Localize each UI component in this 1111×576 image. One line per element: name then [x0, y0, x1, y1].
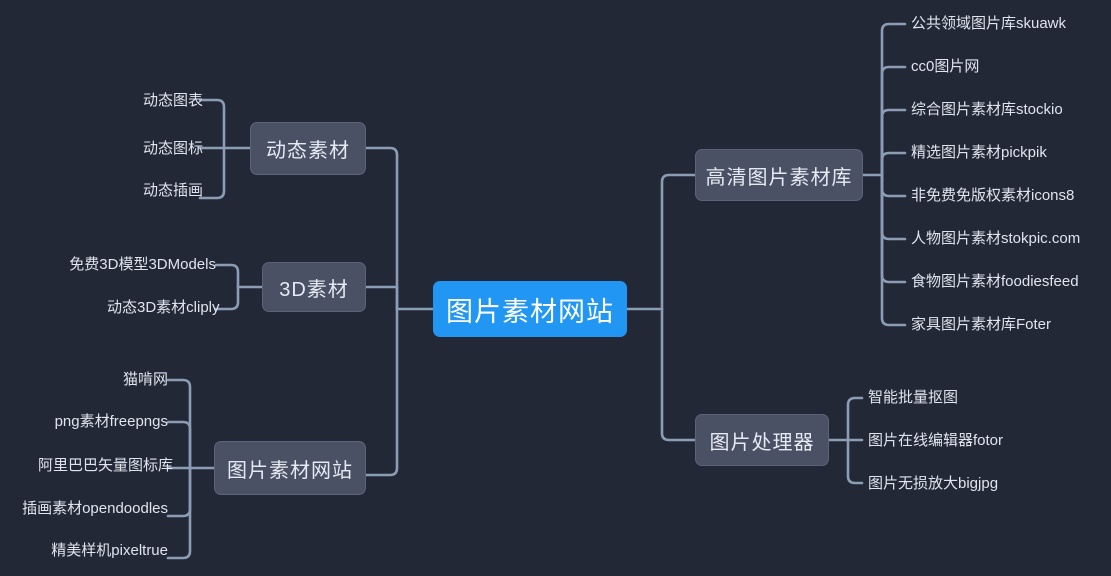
connector-sites-child-5 — [166, 466, 192, 560]
connector-left-trunk-sites — [364, 307, 399, 477]
branch-node-dynamic-assets[interactable]: 动态素材 — [250, 122, 366, 175]
connector-sites-child-4 — [166, 466, 192, 518]
connector-hd-child-8 — [880, 173, 907, 327]
connector-hd-child-4 — [880, 151, 907, 177]
branch-node-image-asset-sites[interactable]: 图片素材网站 — [214, 441, 366, 495]
connector-hd-child-5 — [880, 173, 907, 198]
leaf-label: 插画素材opendoodles — [22, 500, 168, 517]
leaf-label: cc0图片网 — [911, 58, 980, 75]
leaf-label: 图片无损放大bigjpg — [868, 475, 999, 492]
leaf-cc0[interactable]: cc0图片网 — [911, 57, 979, 77]
leaf-stockio[interactable]: 综合图片素材库stockio — [911, 100, 1063, 120]
leaf-foter[interactable]: 家具图片素材库Foter — [911, 315, 1051, 335]
connector-processor-child-3 — [846, 438, 864, 485]
branch-node-label: 动态素材 — [266, 140, 350, 162]
branch-node-label: 高清图片素材库 — [705, 166, 853, 189]
leaf-label: 猫啃网 — [122, 371, 168, 388]
leaf-dynamic-3d-cliply[interactable]: 动态3D素材cliply — [107, 298, 220, 318]
leaf-dynamic-charts[interactable]: 动态图表 — [143, 91, 204, 111]
leaf-pickpik[interactable]: 精选图片素材pickpik — [911, 143, 1047, 163]
connector-dynamic-child-3 — [198, 146, 226, 200]
leaf-label: 图片在线编辑器fotor — [868, 432, 1004, 449]
leaf-dynamic-icons[interactable]: 动态图标 — [143, 139, 204, 159]
connector-left-trunk-dynamic — [364, 146, 399, 311]
connector-right-trunk-hd — [660, 173, 697, 311]
leaf-stokpic[interactable]: 人物图片素材stokpic.com — [911, 229, 1080, 249]
connector-hd-child-1 — [880, 22, 907, 177]
leaf-label: 公共领域图片库skuawk — [911, 15, 1067, 32]
connector-sites-child-1 — [166, 378, 192, 470]
root-node[interactable]: 图片素材网站 — [433, 281, 627, 337]
leaf-label: 综合图片素材库stockio — [911, 101, 1063, 118]
leaf-opendoodles[interactable]: 插画素材opendoodles — [22, 499, 168, 519]
root-node-label: 图片素材网站 — [446, 296, 614, 327]
leaf-icons8[interactable]: 非免费免版权素材icons8 — [911, 186, 1074, 206]
leaf-label: 食物图片素材foodiesfeed — [911, 273, 1079, 290]
leaf-freepngs[interactable]: png素材freepngs — [54, 412, 168, 432]
connector-right-trunk-processor — [660, 307, 697, 442]
leaf-free-3d-models[interactable]: 免费3D模型3DModels — [58, 255, 216, 275]
branch-node-3d-assets[interactable]: 3D素材 — [262, 262, 366, 312]
leaf-label: 动态3D素材cliply — [107, 299, 220, 316]
branch-node-label: 3D素材 — [279, 278, 349, 301]
leaf-batch-cutout[interactable]: 智能批量抠图 — [868, 388, 958, 408]
leaf-label: 非免费免版权素材icons8 — [911, 187, 1075, 204]
leaf-iconfont[interactable]: 阿里巴巴矢量图标库 — [38, 456, 173, 476]
connector-processor-child-1 — [846, 396, 864, 442]
leaf-bigjpg[interactable]: 图片无损放大bigjpg — [868, 474, 998, 494]
leaf-label: 动态插画 — [143, 182, 204, 199]
leaf-fotor[interactable]: 图片在线编辑器fotor — [868, 431, 1003, 451]
leaf-label: 家具图片素材库Foter — [911, 316, 1052, 333]
leaf-label: 精选图片素材pickpik — [911, 144, 1047, 161]
leaf-label: 智能批量抠图 — [868, 389, 959, 406]
branch-node-label: 图片素材网站 — [227, 459, 353, 482]
connector-hd-child-7 — [880, 173, 907, 284]
connector-hd-child-2 — [880, 65, 907, 177]
leaf-label: 阿里巴巴矢量图标库 — [38, 457, 174, 474]
leaf-dynamic-illustrations[interactable]: 动态插画 — [143, 181, 204, 201]
leaf-label: png素材freepngs — [54, 413, 168, 430]
leaf-label: 动态图表 — [143, 92, 204, 109]
leaf-skuawk[interactable]: 公共领域图片库skuawk — [911, 14, 1066, 34]
connector-hd-child-6 — [880, 173, 907, 241]
connector-3d-child-1 — [214, 263, 240, 289]
leaf-pixeltrue[interactable]: 精美样机pixeltrue — [46, 541, 168, 561]
leaf-label: 精美样机pixeltrue — [51, 542, 168, 559]
branch-node-hd-image-library[interactable]: 高清图片素材库 — [695, 149, 863, 201]
leaf-maoken[interactable]: 猫啃网 — [119, 370, 168, 390]
branch-node-image-processor[interactable]: 图片处理器 — [695, 414, 829, 466]
leaf-label: 免费3D模型3DModels — [69, 256, 216, 273]
connector-hd-child-3 — [880, 108, 907, 177]
connector-dynamic-child-1 — [198, 98, 226, 150]
branch-node-label: 图片处理器 — [709, 431, 815, 454]
leaf-foodiesfeed[interactable]: 食物图片素材foodiesfeed — [911, 272, 1079, 292]
leaf-label: 动态图标 — [143, 140, 204, 157]
leaf-label: 人物图片素材stokpic.com — [911, 230, 1081, 247]
